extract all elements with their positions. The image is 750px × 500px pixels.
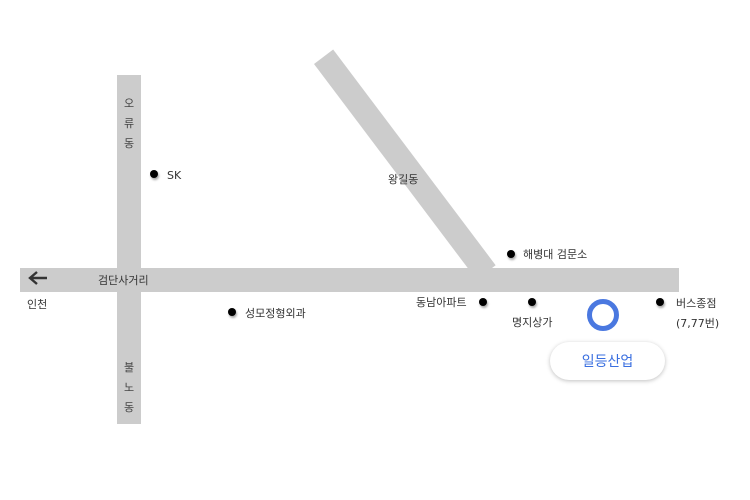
arrow-left-icon	[28, 271, 47, 285]
landmark-dot	[150, 170, 158, 178]
landmark-checkpoint: 해병대 검문소	[523, 248, 588, 261]
road-label-south: 불 노 동	[123, 361, 135, 414]
road-label-main: 검단사거리	[98, 274, 149, 287]
road-diagonal	[314, 49, 496, 280]
landmark-dot	[528, 298, 536, 306]
road-label-diagonal: 왕길동	[388, 173, 419, 186]
landmark-clinic: 성모정형외과	[245, 307, 306, 320]
landmark-dot	[507, 250, 515, 258]
road-horizontal	[20, 268, 679, 292]
landmark-sk: SK	[167, 169, 182, 182]
road-label-north: 오 류 동	[123, 97, 135, 150]
location-marker-icon[interactable]	[587, 299, 619, 331]
landmark-bus-terminal: 버스종점	[676, 297, 717, 310]
landmark-bus-lines: (7,77번)	[676, 317, 720, 330]
destination-label[interactable]: 일등산업	[550, 342, 665, 380]
landmark-dot	[228, 308, 236, 316]
landmark-dot	[479, 298, 487, 306]
landmark-dongnam-apt: 동남아파트	[416, 296, 467, 309]
road-vertical	[117, 75, 141, 424]
landmark-dot	[656, 298, 664, 306]
landmark-myungji: 명지상가	[512, 316, 553, 329]
direction-label: 인천	[27, 298, 48, 311]
